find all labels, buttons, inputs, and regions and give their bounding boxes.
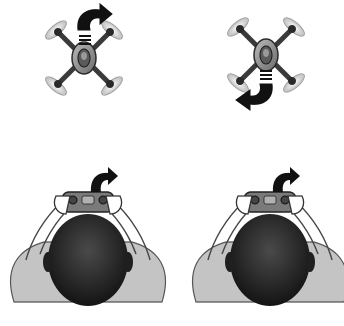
pilot-right-panel [193, 167, 344, 306]
pilot-with-controller-icon [11, 192, 166, 306]
pilot-left-panel [11, 167, 166, 306]
motion-lines-icon [260, 71, 272, 79]
quadcopter-icon [225, 15, 307, 95]
curved-arrow-up-icon [273, 167, 300, 192]
curved-arrow-up-icon [91, 167, 118, 192]
drone-forward-panel [43, 4, 125, 98]
drone-backward-panel [225, 15, 307, 110]
pilot-with-controller-icon [193, 192, 344, 306]
